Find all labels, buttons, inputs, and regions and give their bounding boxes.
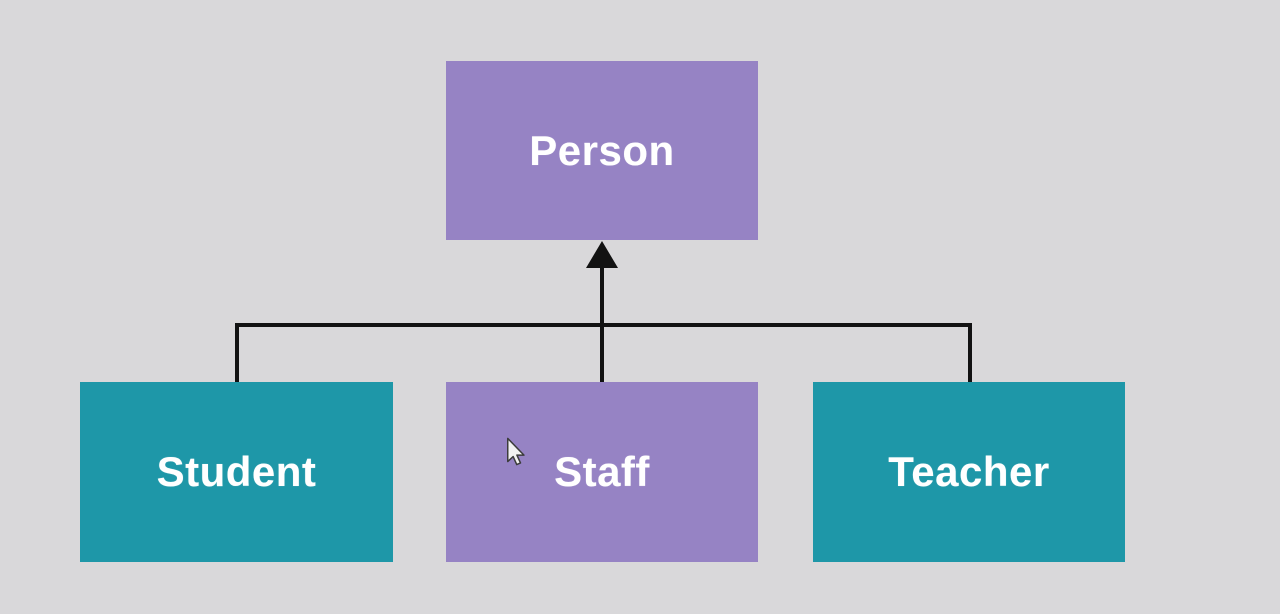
node-teacher: Teacher	[813, 382, 1125, 562]
node-teacher-label: Teacher	[888, 448, 1050, 495]
connector-staff-to-person	[600, 266, 604, 382]
node-person-label: Person	[529, 126, 675, 174]
inheritance-arrowhead-icon	[586, 241, 618, 268]
node-staff: Staff	[446, 382, 758, 562]
connector-student-to-bus	[235, 323, 239, 384]
node-student: Student	[80, 382, 393, 562]
node-student-label: Student	[156, 448, 317, 495]
connector-teacher-to-bus	[968, 323, 972, 384]
node-staff-label: Staff	[554, 448, 650, 495]
node-person: Person	[446, 61, 758, 240]
